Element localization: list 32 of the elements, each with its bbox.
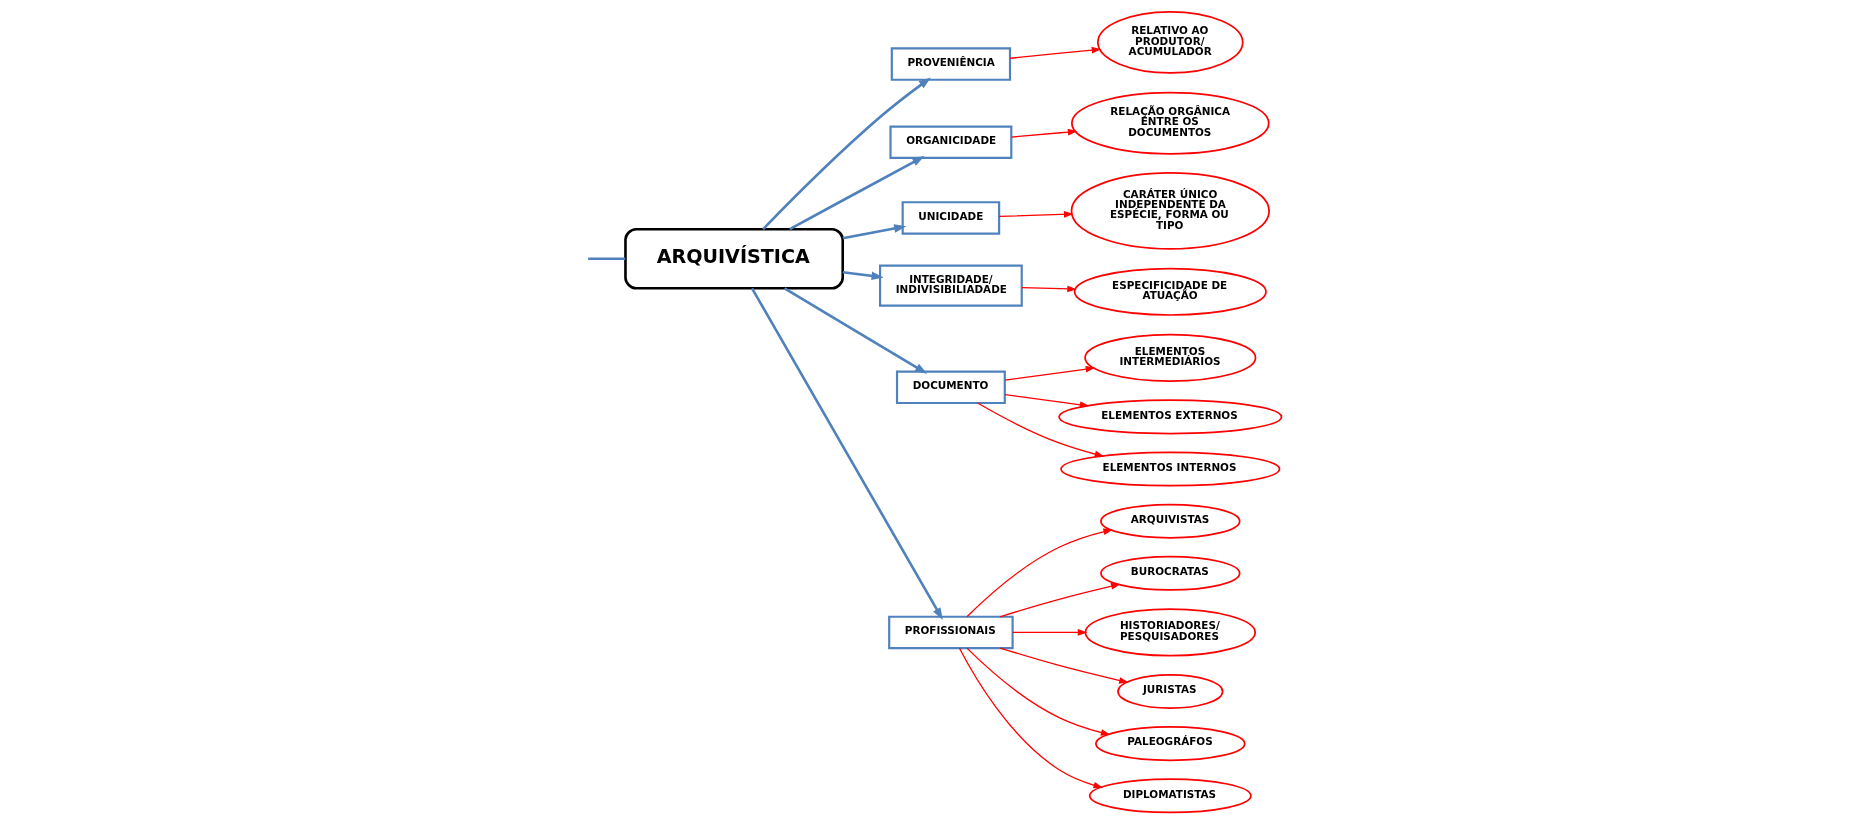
node-box: INTEGRIDADE/ INDIVISIBILIADADE bbox=[878, 264, 1023, 307]
arrow bbox=[958, 647, 1103, 789]
arrow bbox=[998, 210, 1074, 218]
arrow bbox=[1008, 46, 1101, 59]
arrow bbox=[842, 270, 884, 281]
node-ellipse: CARÁTER ÚNICO INDEPENDENTE DA ESPÉCIE, FORMA OU TIPO bbox=[1070, 172, 1270, 250]
arrow bbox=[965, 647, 1110, 736]
node-box: PROVENIÊNCIA bbox=[890, 47, 1011, 81]
arrow bbox=[761, 77, 931, 231]
node-ellipse: RELATIVO AO PRODUTOR/ ACUMULADOR bbox=[1096, 10, 1244, 74]
node-box: ARQUIVÍSTICA bbox=[623, 227, 844, 290]
arrow bbox=[842, 224, 906, 240]
node-ellipse: HISTORIADORES/ PESQUISADORES bbox=[1084, 608, 1256, 657]
arrow bbox=[965, 528, 1113, 618]
node-box: UNICIDADE bbox=[901, 201, 1000, 235]
arrow bbox=[1010, 128, 1077, 138]
arrow bbox=[788, 156, 925, 231]
arrow bbox=[1020, 285, 1077, 293]
arrow bbox=[1003, 393, 1089, 409]
arrow bbox=[999, 647, 1129, 684]
node-ellipse: RELAÇÃO ORGÂNICA ENTRE OS DOCUMENTOS bbox=[1070, 91, 1270, 155]
node-box: DOCUMENTO bbox=[895, 370, 1006, 405]
node-ellipse: ESPECIFICIDADE DE ATUAÇÃO bbox=[1073, 267, 1267, 316]
connector bbox=[587, 257, 625, 261]
node-box: PROFISSIONAIS bbox=[887, 615, 1014, 650]
arrow bbox=[976, 402, 1104, 458]
arrow bbox=[1011, 629, 1087, 636]
arrow bbox=[783, 287, 927, 374]
arrow bbox=[1003, 365, 1095, 381]
arrow bbox=[750, 287, 943, 620]
node-box: ORGANICIDADE bbox=[888, 125, 1012, 160]
arrow bbox=[999, 583, 1121, 618]
